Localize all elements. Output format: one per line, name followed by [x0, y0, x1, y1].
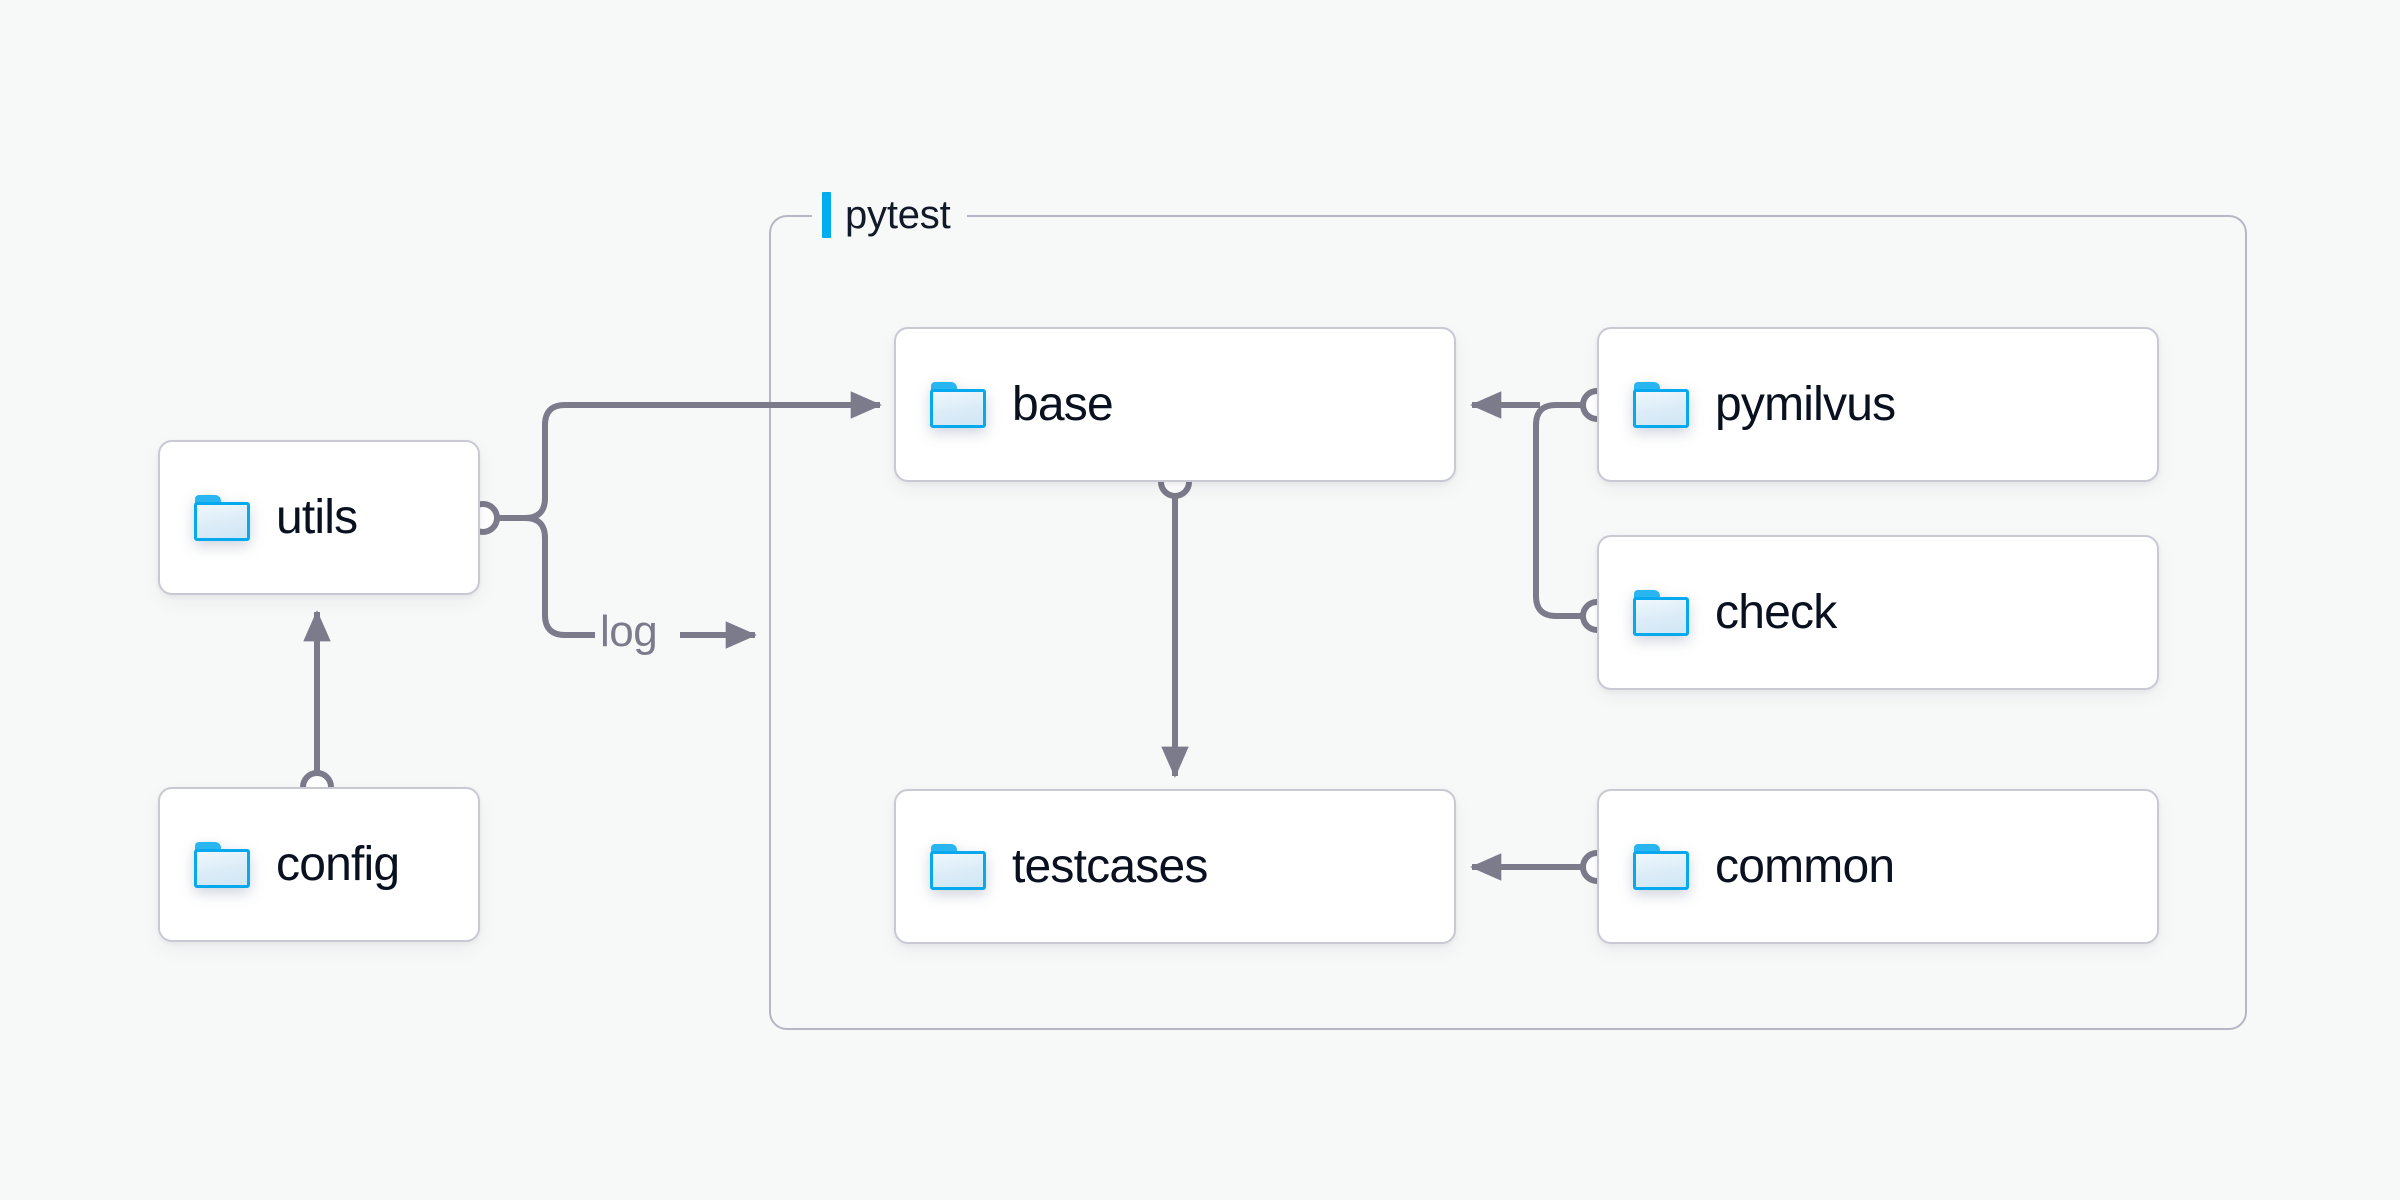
- group-label-text: pytest: [845, 193, 951, 237]
- folder-icon: [194, 841, 250, 888]
- node-base[interactable]: base: [894, 327, 1456, 482]
- group-label-pytest[interactable]: pytest: [812, 188, 967, 242]
- node-utils[interactable]: utils: [158, 440, 480, 595]
- folder-icon: [1633, 589, 1689, 636]
- node-label-base: base: [1012, 377, 1114, 431]
- vertical-bar-icon: [822, 192, 831, 238]
- folder-icon: [930, 843, 986, 890]
- folder-icon: [1633, 381, 1689, 428]
- node-common[interactable]: common: [1597, 789, 2159, 944]
- node-label-utils: utils: [276, 490, 358, 544]
- edge-label-log: log: [600, 607, 658, 656]
- node-config[interactable]: config: [158, 787, 480, 942]
- node-label-config: config: [276, 837, 400, 891]
- node-check[interactable]: check: [1597, 535, 2159, 690]
- node-label-testcases: testcases: [1012, 839, 1208, 893]
- folder-icon: [1633, 843, 1689, 890]
- node-label-check: check: [1715, 585, 1837, 639]
- node-label-common: common: [1715, 839, 1895, 893]
- folder-icon: [194, 494, 250, 541]
- node-label-pymilvus: pymilvus: [1715, 377, 1896, 431]
- group-container-pytest[interactable]: [769, 215, 2247, 1030]
- folder-icon: [930, 381, 986, 428]
- node-testcases[interactable]: testcases: [894, 789, 1456, 944]
- node-pymilvus[interactable]: pymilvus: [1597, 327, 2159, 482]
